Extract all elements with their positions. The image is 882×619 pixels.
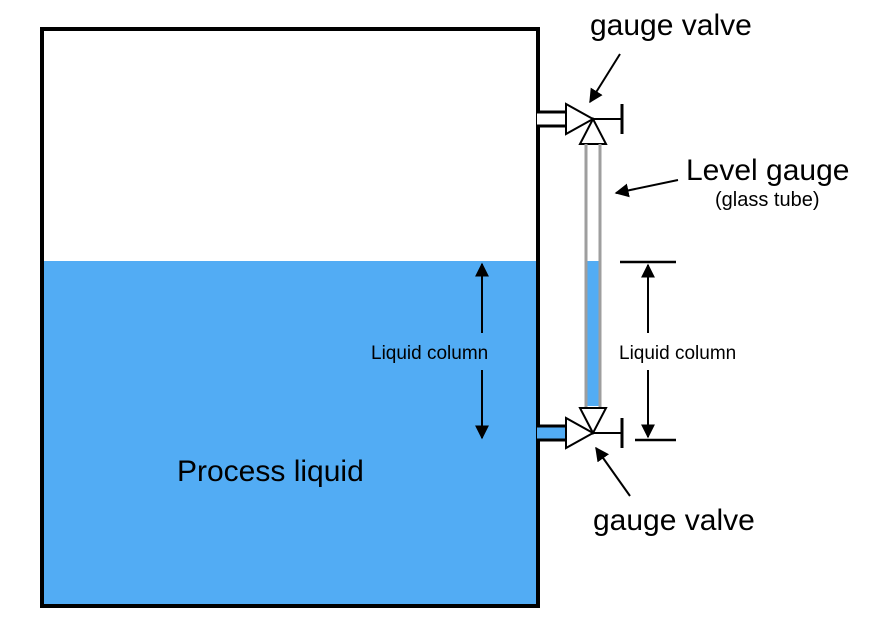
tank bbox=[40, 27, 540, 608]
process-liquid-label: Process liquid bbox=[177, 455, 364, 488]
level-gauge-pointer-arrow bbox=[614, 179, 679, 198]
gauge-liquid-column-label: Liquid column bbox=[619, 343, 736, 364]
tank-liquid-column-label: Liquid column bbox=[371, 343, 488, 364]
level-gauge-label: Level gauge bbox=[686, 154, 849, 187]
tank-empty-space bbox=[42, 29, 538, 261]
glass-tube-label: (glass tube) bbox=[715, 189, 820, 211]
tank-wall bbox=[40, 27, 540, 608]
top-gauge-valve bbox=[565, 102, 624, 145]
bottom-valve-pointer-arrow bbox=[595, 446, 631, 497]
glass-tube-liquid bbox=[587, 261, 599, 406]
top-nozzle bbox=[537, 110, 567, 128]
top-valve-label: gauge valve bbox=[590, 9, 752, 42]
process-liquid bbox=[42, 261, 538, 606]
top-valve-pointer-arrow bbox=[589, 53, 621, 104]
bottom-nozzle bbox=[537, 424, 567, 442]
gauge-liquid-column-dimension bbox=[620, 260, 676, 442]
glass-tube bbox=[584, 144, 602, 408]
bottom-valve-label: gauge valve bbox=[593, 504, 755, 537]
bottom-gauge-valve bbox=[565, 407, 624, 450]
